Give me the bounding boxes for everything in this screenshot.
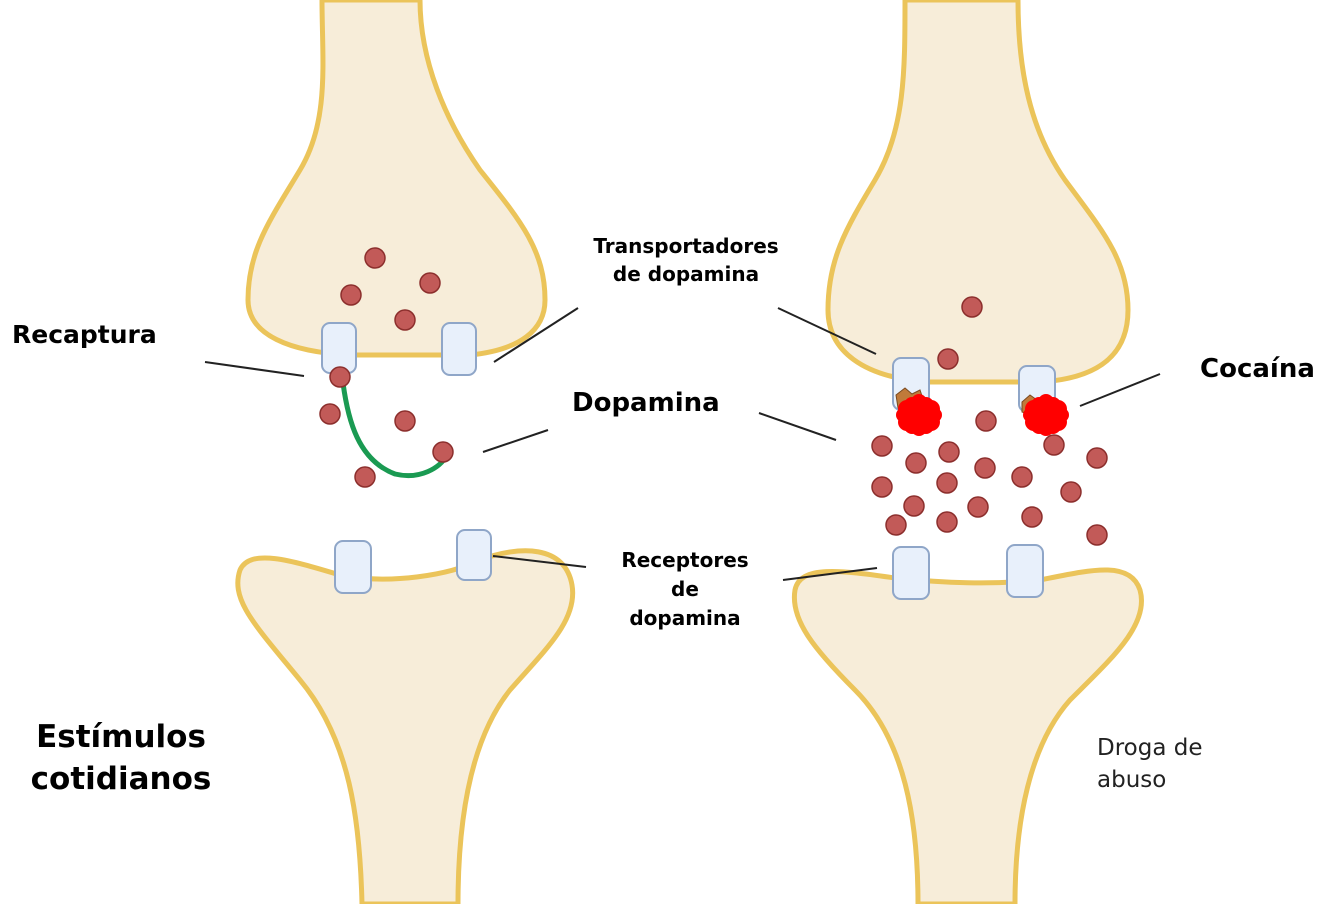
dopamine-molecule (1012, 467, 1032, 487)
dopamine-molecule (395, 411, 415, 431)
right-receptor-1 (893, 547, 929, 599)
dopamine-molecule (320, 404, 340, 424)
left-receptor-2 (457, 530, 491, 580)
cocaine-blob-part (1023, 408, 1037, 422)
label-transportadores: Transportadores de dopamina (576, 232, 796, 288)
dopamine-molecule (872, 436, 892, 456)
dopamine-molecule (938, 349, 958, 369)
label-receptores-line2: de (600, 575, 770, 604)
leader-dopamina-left (483, 430, 548, 452)
dopamine-molecule (939, 442, 959, 462)
label-transportadores-line2: de dopamina (576, 260, 796, 288)
label-estimulos-line1: Estímulos (14, 716, 228, 758)
label-droga-line2: abuso (1097, 764, 1203, 796)
cocaine-blob-part (928, 408, 942, 422)
right-presynaptic-neuron (828, 0, 1128, 382)
leader-recaptura (205, 362, 304, 376)
dopamine-molecule (937, 473, 957, 493)
dopamine-molecule (906, 453, 926, 473)
dopamine-molecule (886, 515, 906, 535)
dopamine-molecule (365, 248, 385, 268)
dopamine-molecule (420, 273, 440, 293)
left-postsynaptic-neuron (238, 551, 573, 904)
dopamine-molecule (937, 512, 957, 532)
label-dopamina: Dopamina (572, 388, 720, 418)
leader-cocaina (1080, 374, 1160, 406)
label-receptores-line1: Receptores (600, 546, 770, 575)
label-receptores: Receptores de dopamina (600, 546, 770, 633)
dopamine-molecule (1022, 507, 1042, 527)
dopamine-molecule (1061, 482, 1081, 502)
label-estimulos-line2: cotidianos (14, 758, 228, 800)
dopamine-molecule (341, 285, 361, 305)
dopamine-molecule (976, 411, 996, 431)
dopamine-molecule (395, 310, 415, 330)
dopamine-molecule (330, 367, 350, 387)
label-cocaina: Cocaína (1200, 354, 1315, 384)
left-transporter-1 (322, 323, 356, 373)
dopamine-molecule (1087, 525, 1107, 545)
dopamine-molecule (1044, 435, 1064, 455)
dopamine-molecule (872, 477, 892, 497)
left-presynaptic-neuron (248, 0, 545, 355)
cocaine-blob-part (896, 408, 910, 422)
label-recaptura: Recaptura (12, 320, 157, 349)
label-receptores-line3: dopamina (600, 604, 770, 633)
dopamine-molecule (355, 467, 375, 487)
label-estimulos-cotidianos: Estímulos cotidianos (14, 716, 228, 800)
cocaine-blob-part (1055, 408, 1069, 422)
left-receptor-1 (335, 541, 371, 593)
dopamine-molecule (968, 497, 988, 517)
dopamine-molecule (433, 442, 453, 462)
label-droga-line1: Droga de (1097, 732, 1203, 764)
reuptake-arrow (343, 383, 447, 476)
right-postsynaptic-neuron (794, 570, 1141, 904)
label-transportadores-line1: Transportadores (576, 232, 796, 260)
dopamine-molecule (962, 297, 982, 317)
dopamine-molecule (1087, 448, 1107, 468)
dopamine-molecule (904, 496, 924, 516)
leader-dopamina-right (759, 413, 836, 440)
right-receptor-2 (1007, 545, 1043, 597)
label-droga-de-abuso: Droga de abuso (1097, 732, 1203, 796)
dopamine-molecule (975, 458, 995, 478)
left-transporter-2 (442, 323, 476, 375)
